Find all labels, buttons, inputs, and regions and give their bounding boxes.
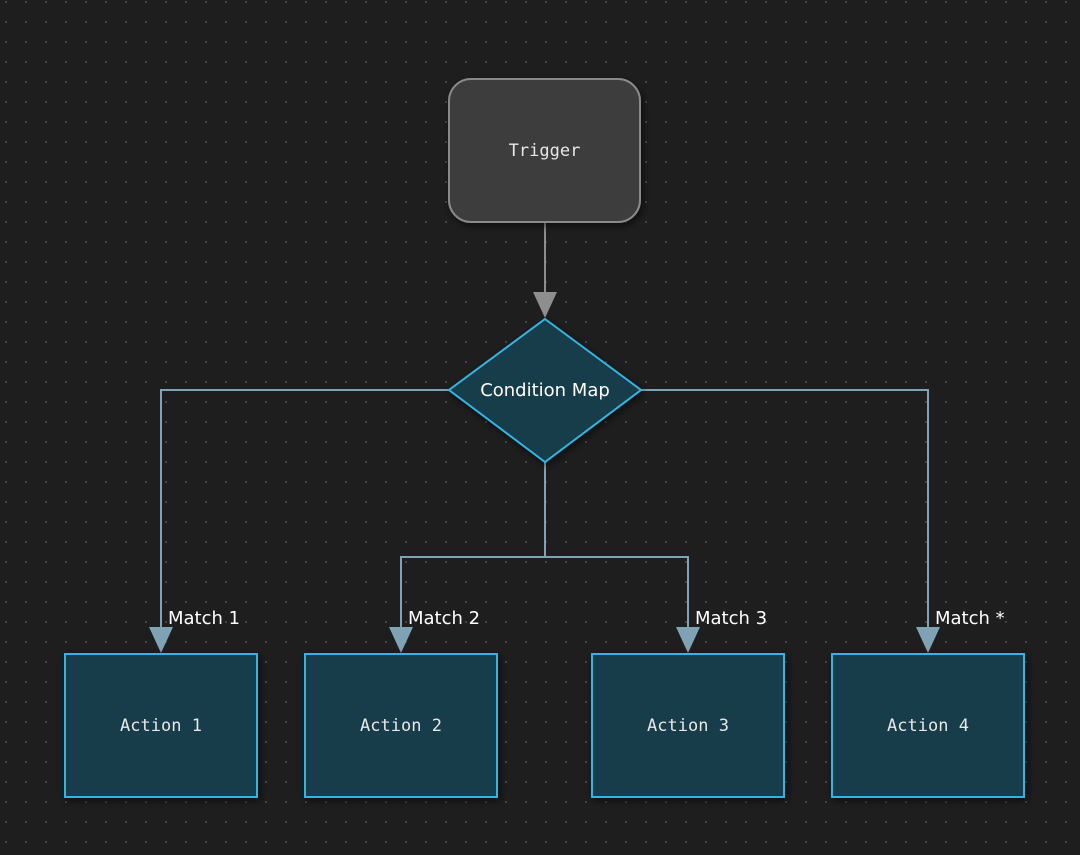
arrowhead-action-2: [389, 627, 413, 653]
edge-condition-action-1: [160, 389, 449, 632]
node-condition-map[interactable]: Condition Map: [447, 317, 643, 464]
node-action-1[interactable]: Action 1: [64, 653, 258, 798]
edge-label-match-1: Match 1: [168, 608, 240, 629]
arrowhead-condition: [533, 292, 557, 318]
action-3-box[interactable]: [591, 653, 785, 798]
node-action-3[interactable]: Action 3: [591, 653, 785, 798]
node-action-2[interactable]: Action 2: [304, 653, 498, 798]
arrowhead-action-1: [149, 627, 173, 653]
action-3-label: Action 3: [647, 716, 729, 736]
edge-condition-action-2: [400, 462, 546, 632]
action-4-box[interactable]: [831, 653, 1025, 798]
edge-labels: Match 1 Match 2 Match 3 Match *: [168, 608, 1005, 629]
node-action-4[interactable]: Action 4: [831, 653, 1025, 798]
node-trigger[interactable]: Trigger: [448, 78, 641, 223]
arrowhead-action-3: [676, 627, 700, 653]
action-1-label: Action 1: [120, 716, 202, 736]
edge-condition-action-3: [545, 556, 689, 632]
edges: [149, 222, 940, 653]
action-2-box[interactable]: [304, 653, 498, 798]
arrowhead-action-4: [916, 627, 940, 653]
edge-label-match-all: Match *: [935, 608, 1005, 629]
action-4-label: Action 4: [887, 716, 969, 736]
action-1-box[interactable]: [64, 653, 258, 798]
condition-label: Condition Map: [480, 380, 610, 401]
edge-label-match-2: Match 2: [408, 608, 480, 629]
edge-condition-action-4: [641, 389, 929, 632]
action-2-label: Action 2: [360, 716, 442, 736]
condition-diamond[interactable]: [447, 317, 643, 464]
trigger-box[interactable]: [448, 78, 641, 223]
edge-label-match-3: Match 3: [695, 608, 767, 629]
trigger-label: Trigger: [509, 141, 581, 161]
